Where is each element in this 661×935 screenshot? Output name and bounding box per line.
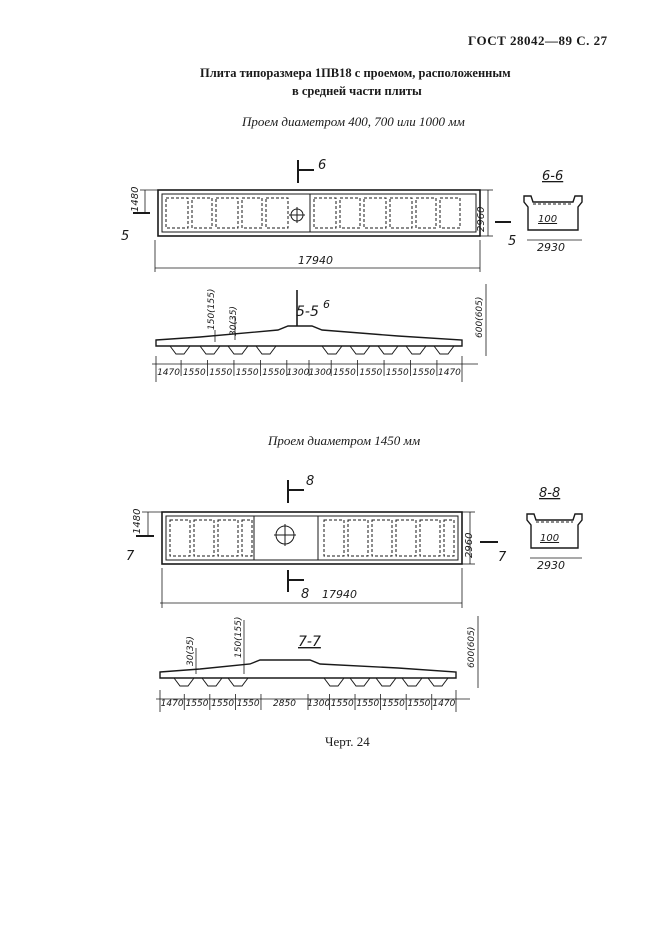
fig2-dim-30: 30(35) [186, 636, 196, 666]
fig2-section-inner: 100 [540, 533, 559, 544]
drawing-caption: Черт. 24 [325, 734, 370, 749]
fig2-dim-600: 600(605) [467, 627, 477, 668]
fig1-profile-label: 5-5 [296, 304, 319, 320]
fig2-dimension-lines [142, 511, 475, 608]
fig1-dim-height: 1480 [130, 187, 141, 212]
fig2-segment-2: 1550 [186, 699, 209, 709]
fig2-dim-length: 17940 [322, 588, 357, 601]
fig2-cut-bottom-label: 8 [301, 587, 309, 602]
fig1-segment-12: 1470 [438, 368, 461, 378]
fig1-dim-30: 30(35) [229, 306, 239, 336]
fig1-segment-2: 1550 [183, 368, 206, 378]
fig2-segment-1: 1470 [161, 699, 184, 709]
fig2-dim-width: 2960 [464, 533, 475, 558]
fig2-segment-3: 1550 [211, 699, 234, 709]
fig1-dim-600: 600(605) [475, 297, 485, 338]
fig1-dimension-lines [140, 189, 493, 272]
fig2-plan-view [161, 511, 463, 565]
fig1-dim-width: 2960 [476, 207, 487, 232]
title-line-2: в средней части плиты [292, 84, 422, 98]
fig2-dim-150: 150(155) [234, 617, 244, 658]
fig1-section-view [523, 195, 583, 241]
fig1-segment-11: 1550 [412, 368, 435, 378]
fig2-segment-10: 1550 [408, 699, 431, 709]
fig2-segment-6: 1300 [307, 699, 330, 709]
fig2-segment-8: 1550 [356, 699, 379, 709]
fig1-profile-mark: 6 [323, 298, 330, 311]
fig1-segment-7: 1300 [309, 368, 332, 378]
fig2-segment-7: 1550 [331, 699, 354, 709]
fig1-section-width: 2930 [537, 241, 565, 254]
fig1-profile-view [152, 284, 487, 382]
fig1-cut-marks [133, 160, 511, 223]
fig1-segment-8: 1550 [333, 368, 356, 378]
subtitle-opening-400-1000: Проем диаметром 400, 700 или 1000 мм [242, 114, 465, 129]
fig1-dim-150: 150(155) [207, 289, 217, 330]
subtitle-opening-1450: Проем диаметром 1450 мм [268, 433, 421, 448]
fig1-segment-9: 1550 [359, 368, 382, 378]
fig1-segment-10: 1550 [386, 368, 409, 378]
title-line-1: Плита типоразмера 1ПВ18 с проемом, распо… [200, 66, 511, 80]
fig1-segment-5: 1550 [262, 368, 285, 378]
fig1-section-inner: 100 [538, 214, 557, 225]
fig1-segment-3: 1550 [209, 368, 232, 378]
fig1-dim-length: 17940 [298, 254, 333, 267]
fig2-section-width: 2930 [537, 559, 565, 572]
fig1-cut-left-label: 5 [121, 229, 129, 244]
fig2-dim-height: 1480 [132, 509, 143, 534]
fig2-segment-11: 1470 [432, 699, 455, 709]
fig1-segment-6: 1300 [286, 368, 309, 378]
fig1-segment-1: 1470 [157, 368, 180, 378]
fig2-section-label: 8-8 [539, 486, 560, 501]
fig2-segment-9: 1550 [382, 699, 405, 709]
fig2-profile-label: 7-7 [298, 634, 321, 650]
fig2-segment-5: 2850 [273, 699, 296, 709]
fig1-plan-view [157, 189, 481, 237]
fig2-cut-right-label: 7 [498, 550, 507, 565]
fig2-cut-left-label: 7 [126, 549, 135, 564]
fig1-cut-right-label: 5 [508, 234, 516, 249]
fig1-segment-4: 1550 [236, 368, 259, 378]
fig2-section-view [526, 513, 583, 559]
fig2-cut-top-label: 8 [306, 474, 314, 489]
fig2-profile-view [156, 616, 479, 712]
fig2-segment-4: 1550 [237, 699, 260, 709]
fig2-cut-marks [136, 480, 498, 592]
fig1-section-label: 6-6 [542, 169, 563, 184]
fig1-cut-top-label: 6 [318, 158, 326, 173]
page-header: ГОСТ 28042—89 С. 27 [468, 33, 608, 48]
